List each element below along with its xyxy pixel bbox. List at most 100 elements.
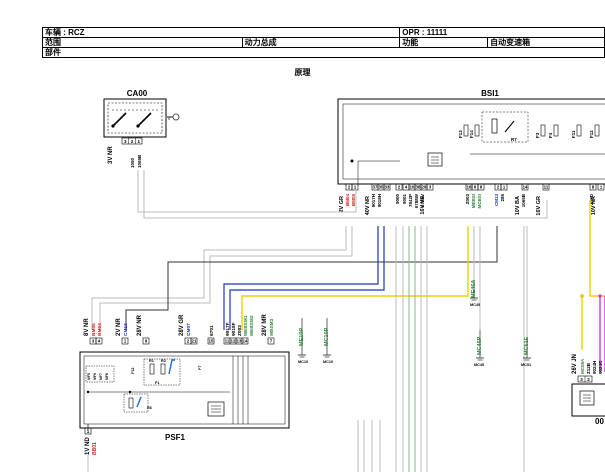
fuse-icon [576, 124, 582, 137]
pin-number: 11 [225, 339, 230, 344]
part-label: 部件 [42, 47, 605, 58]
ca00-switch-frame [107, 102, 163, 134]
ca00-contact [136, 124, 140, 128]
wire-code: 9024O [598, 360, 603, 374]
ground-label: MC10P [324, 327, 330, 346]
pin-number: 29 [422, 185, 427, 190]
wire-code: MC08A [580, 358, 585, 374]
pin-cell [426, 183, 434, 191]
wire-code: Z003 [465, 194, 470, 205]
ca00-component: CA00 3V NR 3 2 1 1050 1065B [103, 89, 180, 168]
svg-text:R1: R1 [149, 359, 154, 363]
right-connector: 26V JN MC08A Z12B 9024H 9024O 3 2 00 [571, 294, 605, 426]
pin-number: 12 [231, 339, 236, 344]
pin-cell [95, 337, 103, 345]
header-table: 车辆 : RCZ OPR : 11111 范围 动力总成 功能 自动变速箱 部件 [41, 27, 605, 58]
connector-label: 28V NR [137, 314, 143, 336]
ground-icon [298, 318, 306, 358]
relay-coil-icon [160, 363, 166, 375]
fuse-icon [553, 124, 559, 137]
wire-code: 285 [500, 194, 505, 202]
psf1-component: PSF1 MF5 MF6 MF7 MF8 F12 R1 R2 F1 F7 R6 [79, 351, 290, 442]
pin-number: 3 [429, 185, 432, 190]
ground-icon [523, 340, 531, 361]
ground-label: ME46A [471, 280, 477, 298]
wire-z003 [241, 226, 469, 330]
bsi1-component: BSI1 R7 F13 F14 F3 F4 F11 F12 [337, 89, 605, 185]
fuse-label: F4 [548, 132, 553, 138]
ca00-pin: 1 [137, 139, 140, 144]
fuse-icon [540, 124, 546, 137]
wire-code: Z12B [586, 362, 591, 374]
pin-number: 14 [523, 185, 528, 190]
pin-cell [190, 337, 198, 345]
ca00-code: 1065B [137, 154, 142, 168]
ground-sublabel: MC45 [470, 303, 480, 307]
pin-number: 38 [416, 185, 421, 190]
ground-icon [323, 318, 331, 358]
ca00-wire-label: 3V NR [108, 146, 114, 164]
pin-cell [597, 183, 605, 191]
fuse-label: F13 [458, 130, 463, 138]
wire-code: 6789V [420, 194, 425, 207]
pin-number: 13 [237, 339, 242, 344]
wire-code: 9017F [225, 322, 231, 336]
wire-code: 9017H [371, 194, 376, 207]
wire-code: 9000 [395, 194, 400, 205]
relay-coil-icon [491, 118, 498, 134]
psf1-fuse-block [85, 365, 115, 383]
wire-code: Z003 [237, 325, 243, 336]
fuse-label: F14 [469, 130, 474, 138]
pin-number: 2 [497, 185, 500, 190]
right-component-name: 00 [595, 417, 604, 426]
fuse-icon [463, 124, 469, 137]
ground-label: ME10P [299, 328, 305, 346]
wire-9017 [223, 226, 379, 330]
pin-cell [207, 337, 215, 345]
relay-label: R7 [511, 137, 517, 142]
wire-cm13 [125, 226, 498, 330]
pin-number: 10 [410, 185, 415, 190]
ca00-pin-strip: 3 2 1 [121, 137, 143, 145]
pin-number: 37 [373, 185, 378, 190]
psf1-module-icon [207, 401, 225, 417]
ca00-pin: 2 [131, 139, 134, 144]
fuse-label: F3 [535, 132, 540, 138]
pin-cell [267, 337, 275, 345]
wire-code: 7842P [408, 194, 413, 207]
svg-text:F1: F1 [155, 381, 159, 385]
wire-code: 9024H [592, 361, 597, 374]
connector-label: 2V NR [116, 318, 122, 336]
connector-label: 16V GR [536, 196, 542, 216]
bsi-pin-group: 10V BA 14 1065B [515, 183, 529, 215]
fuse-icon [474, 124, 480, 137]
wire-code: 1065B [521, 193, 526, 207]
connector-label: 10V BA [515, 196, 521, 215]
wires [87, 170, 605, 472]
wire-9018 [229, 226, 385, 330]
psf1-relay-frame [123, 393, 149, 413]
right-component-box [571, 383, 605, 417]
pin-number: 6 [474, 185, 477, 190]
ground-icon [476, 330, 484, 361]
pin-number: 15 [209, 339, 214, 344]
bsi1-fuses: F13 F14 F3 F4 F11 F12 [458, 124, 600, 138]
pin-number: 7 [270, 339, 273, 344]
wire-ca00-to-bsi [137, 170, 357, 213]
pin-number: 3 [580, 377, 583, 382]
bsi1-relay-frame [481, 111, 529, 143]
key-icon [167, 113, 180, 121]
connector-label: 28V MR [262, 314, 268, 336]
connector-label: 16V VE [420, 196, 426, 215]
pin-number: 9 [145, 339, 148, 344]
